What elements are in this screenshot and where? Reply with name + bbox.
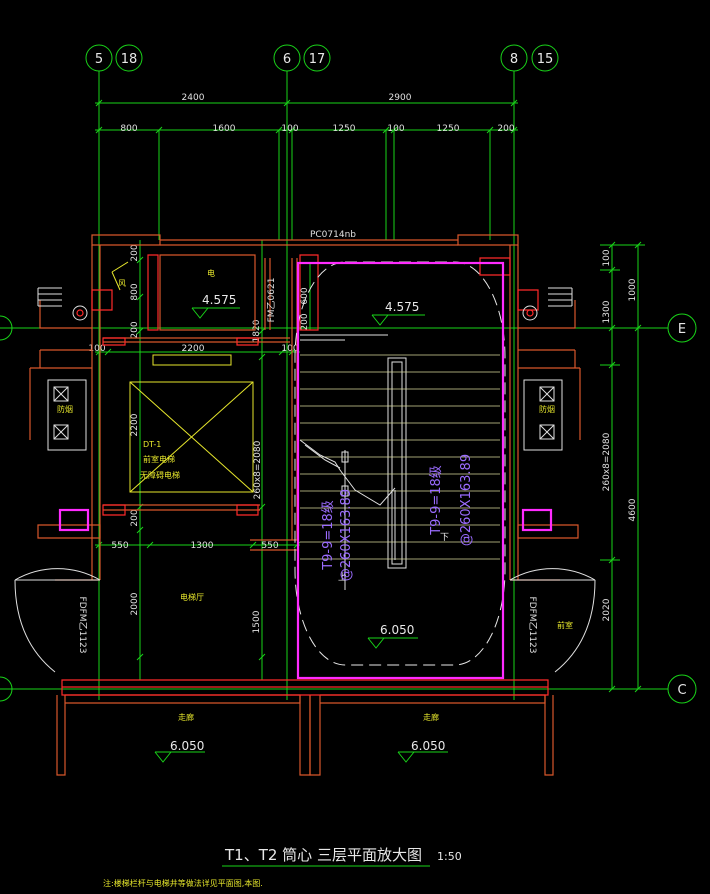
room-label: 走廊 — [178, 712, 194, 722]
red-outlines — [61, 254, 549, 696]
dim-label: 1000 — [628, 278, 638, 301]
tag-label: FM乙0621 — [266, 278, 277, 323]
dim-label: 1600 — [213, 124, 236, 134]
dim-label: 1250 — [437, 124, 460, 134]
axis-label: 17 — [309, 52, 326, 67]
level-value: 6.050 — [380, 623, 414, 637]
dim-label: 800 — [120, 124, 137, 134]
axis-label: E — [678, 322, 686, 337]
tag-label: DT-1 — [143, 440, 161, 449]
dim-label: 100 — [88, 344, 105, 354]
level-value: 4.575 — [385, 300, 419, 314]
stair-notes: T9-9=18级 @260X163.89 T9-9=18级 @260X163.8… — [321, 454, 474, 581]
dim-label: 2200 — [130, 413, 140, 436]
axis-label: 6 — [283, 52, 291, 67]
dim-label: 2400 — [182, 93, 205, 103]
dim-label: 1820 — [252, 319, 262, 342]
level-mark: 6.050 — [367, 623, 418, 649]
room-label: 电梯厅 — [180, 592, 204, 602]
level-marks: 4.575 4.575 6.050 6.050 6.050 — [154, 293, 448, 763]
dim-label: 550 — [261, 541, 278, 551]
title-block: T1、T2 筒心 三层平面放大图 1:50 注:楼梯栏杆与电梯井等做法详见平面图… — [103, 846, 462, 888]
dim-label: 550 — [111, 541, 128, 551]
dim-label: 1250 — [333, 124, 356, 134]
level-value: 4.575 — [202, 293, 236, 307]
dim-label: 200 — [130, 321, 140, 338]
dim-label: 100 — [281, 344, 298, 354]
room-label: 风 — [118, 279, 126, 288]
level-mark: 6.050 — [154, 739, 205, 763]
level-mark: 4.575 — [191, 293, 240, 319]
dimension-right: 100 1300 260x8=2080 2020 1000 4600 — [600, 241, 645, 693]
level-value: 6.050 — [411, 739, 445, 753]
room-label: 前室电梯 — [143, 454, 175, 464]
dim-label: 200 — [497, 124, 514, 134]
room-label: 下 — [440, 533, 449, 543]
dim-label: 4600 — [628, 498, 638, 521]
level-mark: 4.575 — [371, 300, 425, 326]
stair-note: T9-9=18级 — [429, 465, 444, 536]
room-label: 无障碍电梯 — [140, 470, 180, 480]
room-label: 上 — [338, 572, 347, 583]
dimension-internal: 200 800 200 1820 2200 200 2000 1500 100 … — [88, 240, 311, 680]
dim-label: 2000 — [130, 592, 140, 615]
axis-label: C — [677, 683, 686, 698]
grid-lines — [0, 71, 668, 700]
dim-label: 2200 — [182, 344, 205, 354]
drawing-title: T1、T2 筒心 三层平面放大图 — [224, 846, 422, 864]
room-label: 走廊 — [423, 712, 439, 722]
dim-label: 260x8=2080 — [253, 440, 263, 499]
dim-label: 600 — [300, 287, 310, 304]
stair-note: T9-9=18级 — [321, 500, 336, 571]
level-mark: 6.050 — [397, 739, 448, 763]
tag-label: PC0714nb — [310, 230, 356, 240]
axis-label: 15 — [537, 52, 554, 67]
dim-label: 200 — [130, 509, 140, 526]
dim-label: 1300 — [602, 300, 612, 323]
detail-lines — [14, 261, 596, 673]
room-label: 防烟 — [539, 404, 555, 414]
tag-label: FDFM乙1123 — [527, 597, 538, 654]
labels: PC0714nb FM乙0621 FDFM乙1123 FDFM乙1123 风 电… — [57, 230, 573, 722]
stair-note: @260X163.89 — [459, 454, 474, 546]
drawing-note: 注:楼梯栏杆与电梯井等做法详见平面图,本图. — [103, 878, 263, 888]
dim-label: 2900 — [389, 93, 412, 103]
axis-label: 5 — [95, 52, 103, 67]
drawing-scale: 1:50 — [437, 850, 462, 863]
dim-label: 800 — [130, 283, 140, 300]
stair-note: @260X163.89 — [339, 489, 354, 581]
elevator-shaft: DT-1 前室电梯 无障碍电梯 — [111, 261, 254, 493]
tag-label: FDFM乙1123 — [77, 597, 88, 654]
dim-label: 1300 — [191, 541, 214, 551]
dim-label: 1500 — [252, 610, 262, 633]
dim-label: 100 — [602, 249, 612, 266]
room-label: 前室 — [557, 620, 573, 630]
dim-label: 100 — [387, 124, 404, 134]
room-label: 防烟 — [57, 404, 73, 414]
dim-label: 200 — [130, 244, 140, 261]
dim-label: 260x8=2080 — [602, 432, 612, 491]
axis-label: 8 — [510, 52, 518, 67]
axis-bubbles-top: 5 18 6 17 8 15 — [85, 44, 559, 72]
dim-label: 100 — [281, 124, 298, 134]
dim-label: 200 — [300, 313, 310, 330]
dimension-top: 2400 2900 800 1600 100 1250 100 1250 200 — [95, 93, 518, 240]
stair-highlight — [58, 261, 553, 680]
level-value: 6.050 — [170, 739, 204, 753]
dim-label: 2020 — [602, 598, 612, 621]
room-label: 电 — [207, 268, 215, 278]
axis-label: 18 — [121, 52, 138, 67]
